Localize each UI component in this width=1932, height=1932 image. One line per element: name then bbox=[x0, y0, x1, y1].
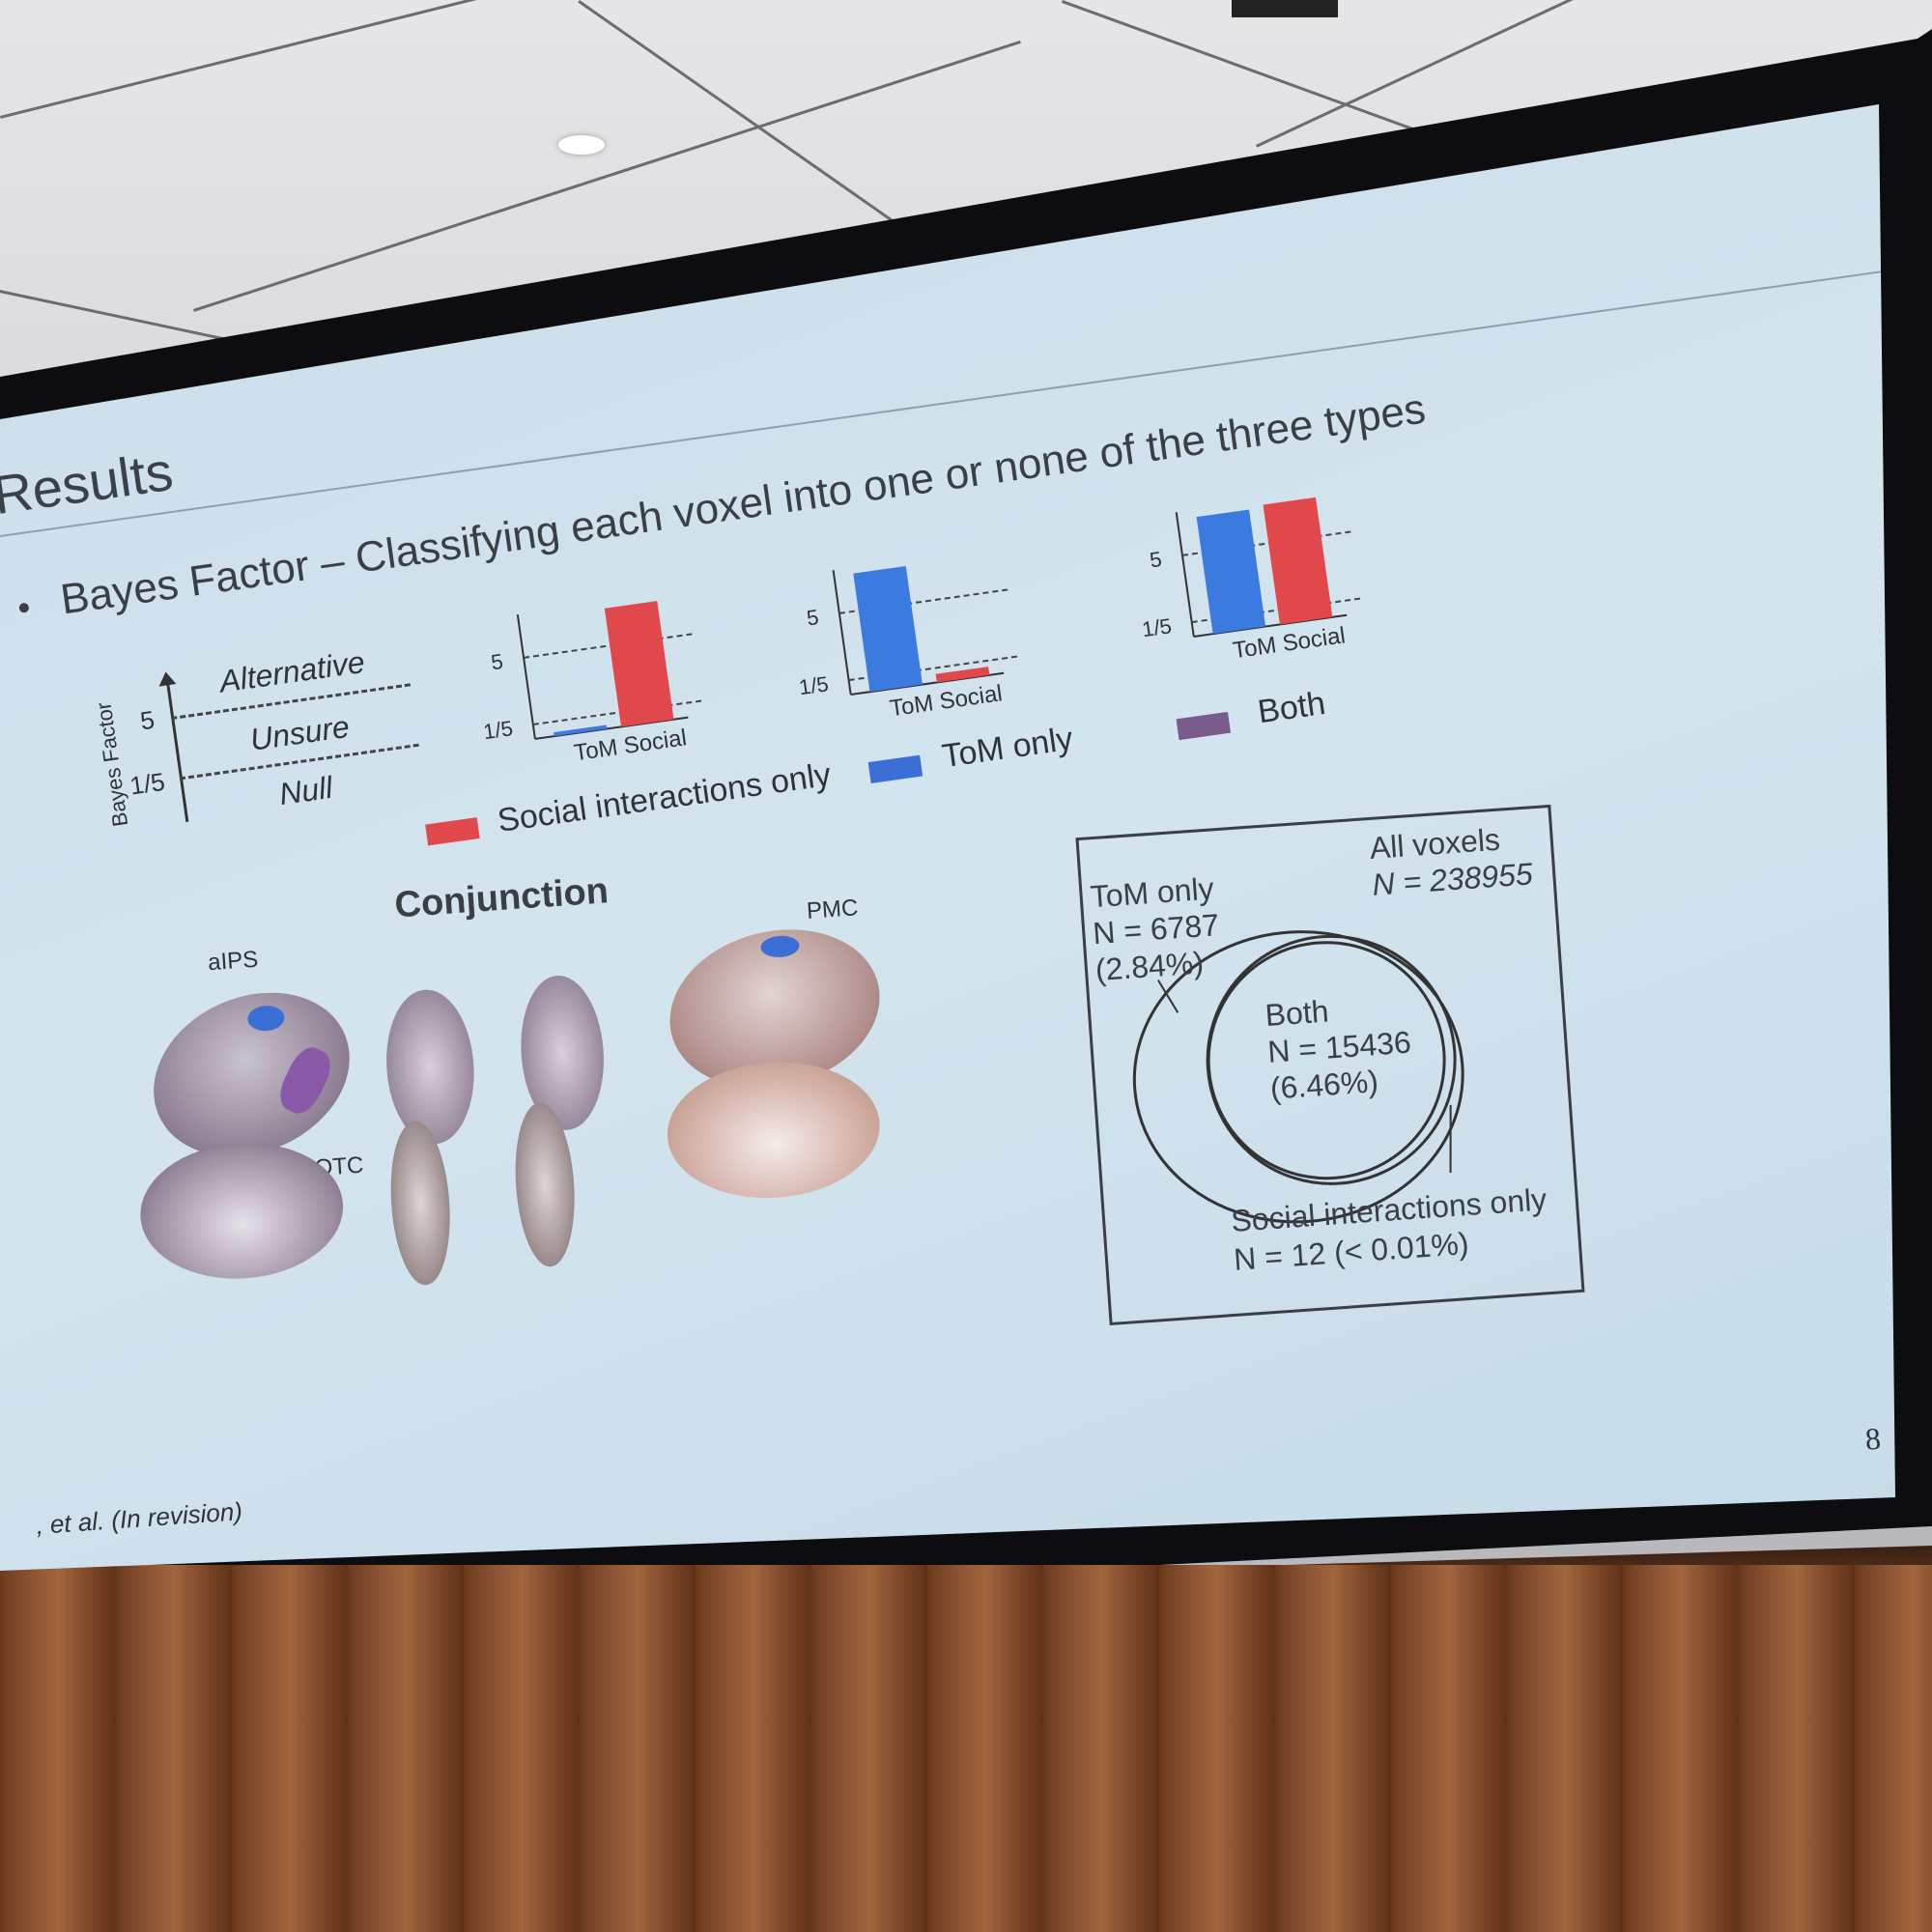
bar-social bbox=[604, 601, 674, 727]
legend-label-both: Both bbox=[1255, 684, 1328, 731]
bar-tom bbox=[853, 565, 923, 693]
legend-swatch-both bbox=[1176, 711, 1232, 741]
chart-tick-1-5: 1/5 bbox=[481, 716, 515, 745]
label-pmc: PMC bbox=[806, 895, 860, 924]
venn-pointer-tom bbox=[1157, 980, 1179, 1013]
legend-swatch-social bbox=[425, 817, 480, 846]
y-axis bbox=[1175, 512, 1195, 638]
venn-both-pct: (6.46%) bbox=[1268, 1064, 1380, 1106]
venn-both-label: Both bbox=[1264, 993, 1330, 1033]
bayes-axis-arrowhead-icon bbox=[156, 670, 177, 687]
bayes-axis-label: Bayes Factor bbox=[91, 700, 133, 829]
legend-swatch-tom bbox=[867, 754, 923, 783]
zone-unsure: Unsure bbox=[247, 708, 352, 757]
y-axis bbox=[832, 570, 852, 696]
brain-right-medial bbox=[663, 1055, 885, 1206]
chart-tick-1-5: 1/5 bbox=[797, 671, 831, 700]
legend-label-tom: ToM only bbox=[939, 720, 1075, 776]
bar-chart-social-only: 5 1/5 ToM Social bbox=[479, 582, 732, 782]
conjunction-heading: Conjunction bbox=[393, 870, 611, 926]
venn-circles bbox=[1132, 930, 1464, 1224]
bar-social bbox=[935, 667, 990, 683]
venn-pointer-social bbox=[1449, 1104, 1452, 1174]
chart-tick-1-5: 1/5 bbox=[1140, 613, 1174, 642]
brain-dorsal-left bbox=[381, 986, 479, 1148]
bayes-tick-5: 5 bbox=[138, 704, 156, 736]
venn-diagram: All voxels N = 238955 ToM only N = 6787 … bbox=[1075, 804, 1585, 1326]
zone-null: Null bbox=[276, 769, 335, 812]
bar-tom bbox=[1196, 509, 1266, 635]
bar-chart-svg bbox=[1175, 497, 1365, 638]
venn-circle-both bbox=[1207, 941, 1446, 1180]
bar-chart-both: 5 1/5 ToM Social bbox=[1137, 480, 1390, 680]
bullet-dot-icon bbox=[18, 602, 30, 614]
y-axis bbox=[516, 614, 536, 740]
page-number: 8 bbox=[1863, 1420, 1883, 1457]
brain-ventral-left bbox=[385, 1119, 456, 1288]
bayes-axis-arrow-icon bbox=[165, 678, 189, 823]
bar-social bbox=[1263, 497, 1333, 625]
venn-circle-tom bbox=[1132, 930, 1464, 1224]
curtain bbox=[0, 1565, 1932, 1932]
bar-chart-tom-only: 5 1/5 ToM Social bbox=[794, 538, 1047, 738]
bayes-tick-1-5: 1/5 bbox=[128, 766, 167, 801]
bar-tom bbox=[554, 724, 608, 737]
ceiling-light bbox=[558, 135, 605, 155]
venn-tom-pct: (2.84%) bbox=[1094, 945, 1206, 988]
ceiling-tile-line bbox=[0, 0, 751, 119]
bar-chart-svg bbox=[832, 565, 1021, 696]
citation: , et al. (In revision) bbox=[35, 1496, 243, 1541]
bar-chart-svg bbox=[516, 601, 706, 740]
ceiling-vent bbox=[1232, 0, 1338, 17]
label-aips: aIPS bbox=[207, 946, 260, 977]
